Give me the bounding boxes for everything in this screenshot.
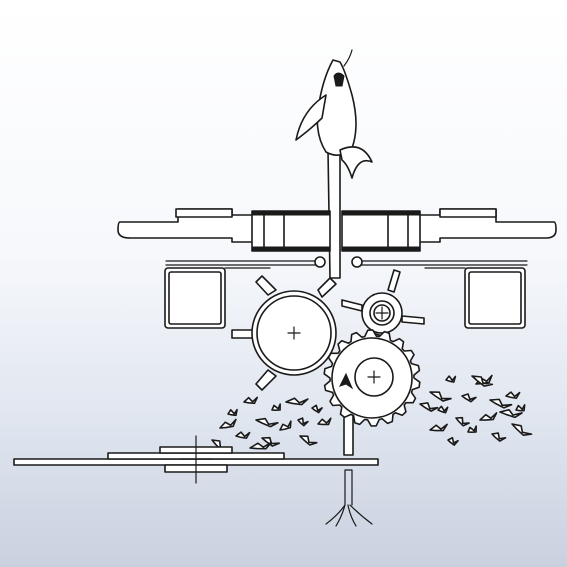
residue-shard xyxy=(437,405,449,414)
shredded-residue xyxy=(211,374,533,451)
right-belt-clamp-band-b xyxy=(341,246,421,252)
plant-leaf-left xyxy=(295,94,327,141)
left-deck-pin xyxy=(314,256,326,268)
residue-shard xyxy=(227,408,238,417)
stalk-rolls xyxy=(231,269,425,427)
residue-shard xyxy=(235,431,251,440)
residue-shard xyxy=(429,391,452,402)
residue-shard xyxy=(471,375,494,387)
right-belt-clamp-inner xyxy=(387,213,409,249)
left-stalk-roll xyxy=(231,275,337,391)
residue-shard xyxy=(285,397,309,406)
residue-shard xyxy=(261,436,281,447)
small-gear-cross xyxy=(375,306,389,320)
residue-shard xyxy=(489,398,513,409)
left-belt-clamp-inner xyxy=(263,213,285,249)
right-roll-cross xyxy=(367,370,381,384)
residue-shard xyxy=(311,404,323,414)
right-belt-plate xyxy=(439,208,497,218)
small-gear-roll xyxy=(341,269,425,351)
residue-shard xyxy=(271,403,281,412)
residue-shard xyxy=(461,393,477,403)
residue-shard xyxy=(467,425,477,434)
residue-shard xyxy=(515,404,526,412)
cutter-bar-crosshair xyxy=(179,435,213,484)
small-gear-fin-right xyxy=(401,315,425,325)
plant-roots xyxy=(325,469,373,527)
small-gear-fin-top xyxy=(387,269,401,293)
left-roll-fin-bottom-left xyxy=(255,369,277,391)
residue-shard xyxy=(429,423,448,432)
left-belt-clamp-band-b xyxy=(251,246,331,252)
plant-ear-tip xyxy=(333,72,345,87)
residue-shard xyxy=(445,375,457,383)
residue-shard xyxy=(511,423,533,436)
residue-shard xyxy=(279,420,292,431)
small-gear-fin-left xyxy=(341,299,363,312)
residue-shard xyxy=(317,417,332,426)
left-belt-plate xyxy=(175,208,233,218)
cutter-bar xyxy=(13,435,379,484)
residue-shard xyxy=(479,412,498,421)
residue-shard xyxy=(499,408,523,419)
corn-plant xyxy=(295,49,373,527)
rotation-arrow-icon xyxy=(339,372,354,390)
residue-shard xyxy=(299,435,318,446)
right-deck-box-inner xyxy=(468,271,522,325)
residue-shard xyxy=(243,396,259,405)
plant-tip xyxy=(343,49,353,67)
residue-shard xyxy=(219,418,237,429)
deck-plates xyxy=(164,256,528,329)
left-belt-clamp-band xyxy=(251,210,331,216)
left-roll-fin-left xyxy=(231,329,255,339)
residue-shard xyxy=(297,417,309,427)
residue-shard xyxy=(447,436,459,446)
left-roll-center-cross xyxy=(287,326,301,340)
right-stalk-roll xyxy=(323,329,421,427)
residue-shard xyxy=(255,417,279,428)
residue-shard xyxy=(491,432,507,442)
left-roll-fin-top-left xyxy=(255,275,277,296)
residue-shard xyxy=(505,391,521,400)
plant-leaf-right xyxy=(339,146,373,179)
right-belt-clamp-band xyxy=(341,210,421,216)
residue-shard xyxy=(455,416,470,427)
right-deck-pin xyxy=(351,256,363,268)
left-roll-fin-top-right xyxy=(317,277,337,298)
residue-shard xyxy=(419,402,439,412)
left-deck-box-inner xyxy=(168,271,222,325)
gathering-belts xyxy=(117,208,557,252)
residue-shard xyxy=(249,441,273,450)
